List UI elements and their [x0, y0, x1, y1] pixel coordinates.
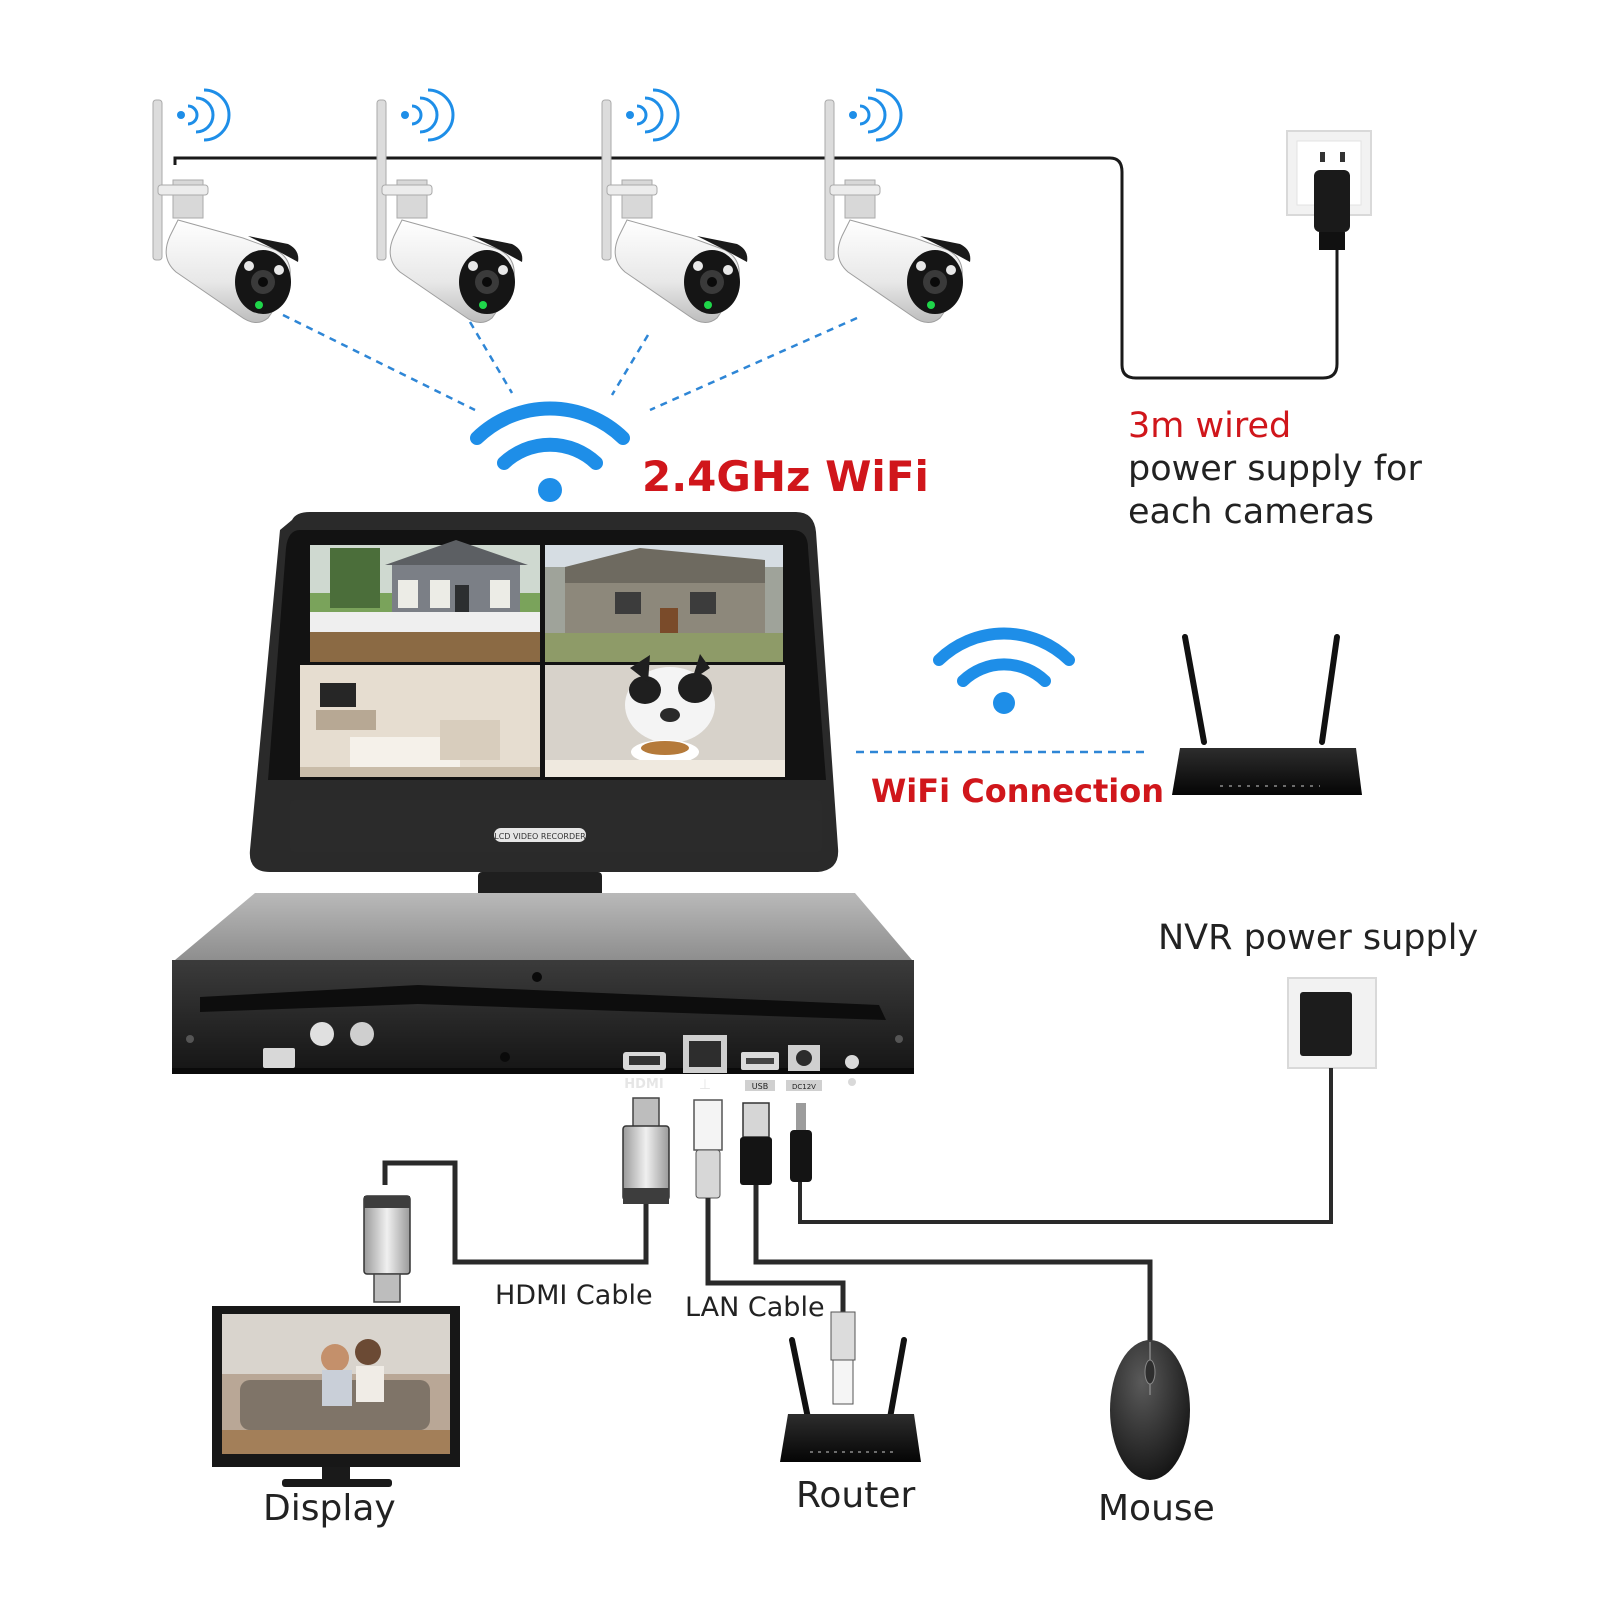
- router-label: Router: [796, 1475, 916, 1516]
- router-icon: [1172, 634, 1362, 795]
- power-note-line3: each cameras: [1128, 492, 1374, 532]
- camera-4-icon: [824, 88, 971, 323]
- screen-feed-cottage: [545, 545, 783, 662]
- nvr-power-cable: [798, 1068, 1333, 1224]
- wifi-icon: [470, 401, 630, 502]
- port-label-usb: USB: [752, 1082, 768, 1091]
- camera-3-icon: [601, 88, 748, 323]
- nvr-dc-port: DC12V: [786, 1045, 822, 1091]
- nvr-usb-port: USB: [741, 1052, 779, 1091]
- router-icon: [780, 1337, 921, 1462]
- camera-2-icon: [376, 88, 523, 323]
- wall-socket-icon: [1286, 130, 1372, 250]
- power-note-line1: 3m wired: [1128, 406, 1292, 446]
- hdmi-plug-icon: [622, 1097, 670, 1204]
- display-monitor-icon: [212, 1306, 460, 1487]
- lan-router-plug-icon: [830, 1311, 856, 1405]
- nvr-recorder: HDMI ⊥ USB DC12V: [172, 893, 914, 1093]
- screen-feed-house: [310, 540, 540, 662]
- display-hdmi-plug-icon: [363, 1195, 411, 1303]
- port-label-hdmi: HDMI: [624, 1077, 663, 1092]
- lan-cable-label: LAN Cable: [685, 1292, 825, 1323]
- mouse-label: Mouse: [1098, 1488, 1215, 1529]
- wifi-band-label: 2.4GHz WiFi: [642, 452, 929, 501]
- nvr-power-socket-icon: [1287, 977, 1377, 1069]
- hdmi-cable-label: HDMI Cable: [495, 1280, 653, 1311]
- camera-power-wire: [173, 156, 1339, 380]
- nvr-power-supply-label: NVR power supply: [1158, 918, 1479, 958]
- power-supply-note: 3m wired power supply for each cameras: [1128, 405, 1422, 534]
- port-label-dc: DC12V: [792, 1083, 816, 1091]
- svg-text:LCD VIDEO RECORDER: LCD VIDEO RECORDER: [494, 832, 586, 841]
- lan-plug-icon: [693, 1099, 723, 1199]
- lcd-monitor: LCD VIDEO RECORDER: [249, 512, 839, 902]
- svg-text:⊥: ⊥: [699, 1077, 711, 1093]
- usb-plug-icon: [740, 1102, 772, 1185]
- nvr-lan-port: ⊥: [683, 1035, 727, 1093]
- wifi-connection-label: WiFi Connection: [871, 772, 1164, 810]
- camera-wifi-links: [282, 313, 858, 412]
- screen-feed-living-room: [300, 665, 540, 777]
- screen-feed-dog: [545, 654, 785, 777]
- power-note-line2: power supply for: [1128, 449, 1422, 489]
- display-label: Display: [263, 1488, 396, 1529]
- usb-cable-line: [753, 1185, 1153, 1345]
- dc-plug-icon: [790, 1103, 812, 1182]
- nvr-hdmi-port: HDMI: [623, 1052, 666, 1092]
- lan-cable-line: [705, 1198, 846, 1312]
- wifi-icon: [933, 627, 1075, 714]
- mouse-icon: [1110, 1340, 1190, 1480]
- hdmi-cable-line: [382, 1160, 649, 1265]
- camera-1-icon: [152, 88, 299, 323]
